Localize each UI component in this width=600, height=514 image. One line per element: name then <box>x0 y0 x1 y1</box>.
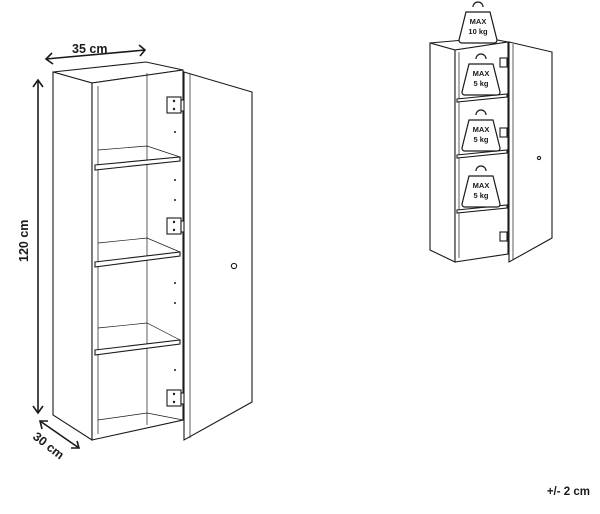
weight-icon: MAX 5 kg <box>461 53 501 96</box>
weight-max-label: MAX <box>473 181 490 190</box>
small-door-knob <box>536 155 542 161</box>
dimension-depth-arrow <box>38 420 81 449</box>
weight-max-label: MAX <box>473 69 490 78</box>
weight-icon: MAX 5 kg <box>461 165 501 208</box>
shelf-pin-holes <box>174 131 176 371</box>
weight-kg-label: 5 kg <box>473 79 488 88</box>
shelf-2 <box>94 251 181 268</box>
shelf-3 <box>94 339 181 356</box>
weight-kg-label: 5 kg <box>473 135 488 144</box>
cabinet-side-panel <box>52 71 93 442</box>
dimension-width-label: 35 cm <box>72 42 107 56</box>
weight-kg-label: 5 kg <box>473 191 488 200</box>
door-knob <box>230 262 238 270</box>
load-limit-weights: MAX 10 kg MAX 5 kg MAX 5 kg MAX 5 kg <box>458 1 501 208</box>
dimension-height-arrow <box>32 78 44 415</box>
dimension-depth-label: 30 cm <box>30 429 67 462</box>
weight-max-label: MAX <box>470 17 487 26</box>
small-cabinet-door <box>508 41 553 263</box>
weight-max-label: MAX <box>473 125 490 134</box>
dimension-height-label: 120 cm <box>17 220 31 262</box>
weight-kg-label: 10 kg <box>468 27 488 36</box>
cabinet-large <box>52 61 253 442</box>
cabinet-bottom <box>97 412 184 421</box>
weight-icon: MAX 10 kg <box>458 1 498 44</box>
cabinet-door <box>183 71 253 441</box>
shelf-1 <box>94 156 181 171</box>
dimension-width-arrow <box>44 44 147 65</box>
small-cabinet-side <box>429 42 456 263</box>
tolerance-note: +/- 2 cm <box>547 486 590 498</box>
weight-icon: MAX 5 kg <box>461 109 501 152</box>
